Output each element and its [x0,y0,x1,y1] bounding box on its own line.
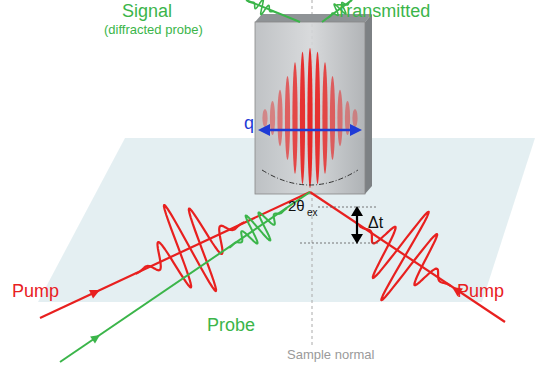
sample-cube [255,22,365,194]
arrow-head [351,206,363,216]
fringe [322,62,327,174]
fringe [352,109,357,127]
axis-label: Sample normal [287,348,374,362]
beam-line [310,192,505,322]
delay-arrow [356,214,358,236]
beam-line [40,192,310,318]
beam-arc [262,170,358,185]
arrow-head [351,234,363,244]
beam-label: Pump [12,282,59,302]
vector-label: q [244,114,254,134]
beam-label: Pump [457,282,504,302]
wave-packet [229,208,287,248]
fringe [315,52,320,184]
beam-line [60,192,310,362]
beam-arrowhead [89,290,100,299]
fringe [307,48,312,188]
fringe [300,52,305,184]
beam-label: Probe [207,316,255,336]
grating-fringes [262,48,357,188]
beam-line [246,0,300,22]
wave-packet [359,212,451,300]
q-arrow [266,129,354,132]
fringe [330,76,335,160]
angle-label: 2θ [288,198,305,215]
fringe [262,109,267,127]
beam-note: (diffracted probe) [104,23,203,37]
beam-arrowhead [90,335,100,344]
fringe [292,62,297,174]
fringe [285,76,290,160]
time-mark [318,207,378,208]
fringe [337,90,342,147]
arrow-head [350,124,362,136]
fringe [277,90,282,147]
beam-label: Transmitted [336,2,430,22]
time-mark [300,243,378,244]
delay-label: Δt [368,214,383,232]
wave-packet [247,0,277,15]
arrow-head [258,124,270,136]
angle-subscript: ex [307,207,318,218]
cube-side [365,14,372,194]
beam-label: Signal [122,2,172,22]
